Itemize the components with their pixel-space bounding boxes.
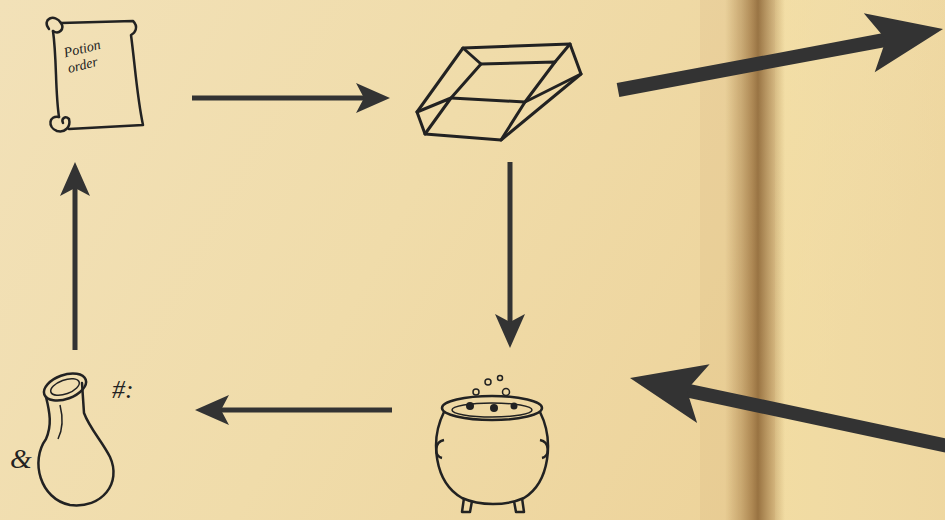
metal-ingot-outline: [405, 40, 585, 145]
cauldron-outline: [430, 370, 555, 518]
potion-order-scroll: Potion order: [35, 15, 150, 133]
cauldron: [430, 370, 555, 518]
outgoing-arrow: [618, 0, 945, 90]
curse-scribble: #:: [112, 375, 146, 405]
flow-arrow: [495, 162, 525, 348]
metal-ingot: [405, 40, 585, 145]
scroll-text: Potion order: [62, 29, 138, 77]
potion-bottle: & #:: [10, 365, 150, 515]
curse-scribble: &: [10, 443, 34, 475]
incoming-arrow: [624, 349, 945, 446]
flow-arrow: [195, 395, 392, 425]
flow-arrow: [60, 162, 90, 350]
flow-arrow: [192, 83, 390, 113]
potion-order-scroll-outline: [35, 15, 150, 133]
